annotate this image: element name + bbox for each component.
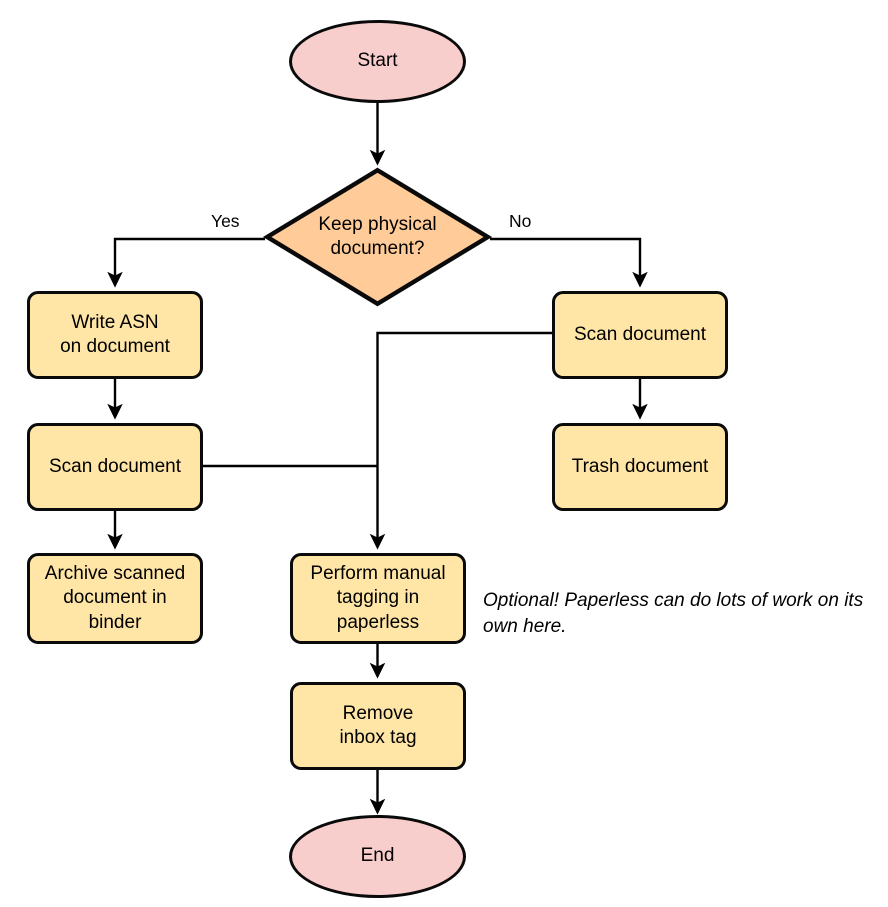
node-start-label: Start <box>357 50 398 72</box>
node-archive-in-binder-label: Archive scanned document in binder <box>44 563 186 633</box>
node-scan-document-right-label: Scan document <box>573 323 707 345</box>
node-trash-document-label: Trash document <box>571 455 709 477</box>
edge-decision-no-to-scan-right <box>490 237 648 288</box>
node-archive-in-binder[interactable]: Archive scanned document in binder <box>27 553 203 644</box>
diamond-shape <box>262 167 493 307</box>
node-end-label: End <box>360 845 395 867</box>
node-keep-physical-document[interactable]: Keep physical document? <box>262 167 493 307</box>
node-scan-document-left-label: Scan document <box>48 455 182 477</box>
node-write-asn-label: Write ASN on document <box>60 311 170 357</box>
node-scan-document-left[interactable]: Scan document <box>27 423 203 511</box>
edge-label-yes: Yes <box>211 211 240 231</box>
node-write-asn[interactable]: Write ASN on document <box>27 291 203 379</box>
node-manual-tagging-label: Perform manual tagging in paperless <box>310 563 446 633</box>
node-scan-document-right[interactable]: Scan document <box>552 291 728 379</box>
node-keep-physical-document-label: Keep physical document? <box>318 213 437 259</box>
node-remove-inbox-tag-label: Remove inbox tag <box>339 702 417 748</box>
node-end[interactable]: End <box>289 815 466 898</box>
edge-label-no: No <box>509 211 532 231</box>
node-start[interactable]: Start <box>289 20 466 103</box>
node-manual-tagging[interactable]: Perform manual tagging in paperless <box>290 553 466 644</box>
node-remove-inbox-tag[interactable]: Remove inbox tag <box>290 682 466 770</box>
node-trash-document[interactable]: Trash document <box>552 423 728 511</box>
edge-scan-right-to-manual-tagging <box>369 331 552 550</box>
annotation-optional-note: Optional! Paperless can do lots of work … <box>483 590 864 637</box>
edge-decision-yes-to-write-asn <box>107 237 265 288</box>
